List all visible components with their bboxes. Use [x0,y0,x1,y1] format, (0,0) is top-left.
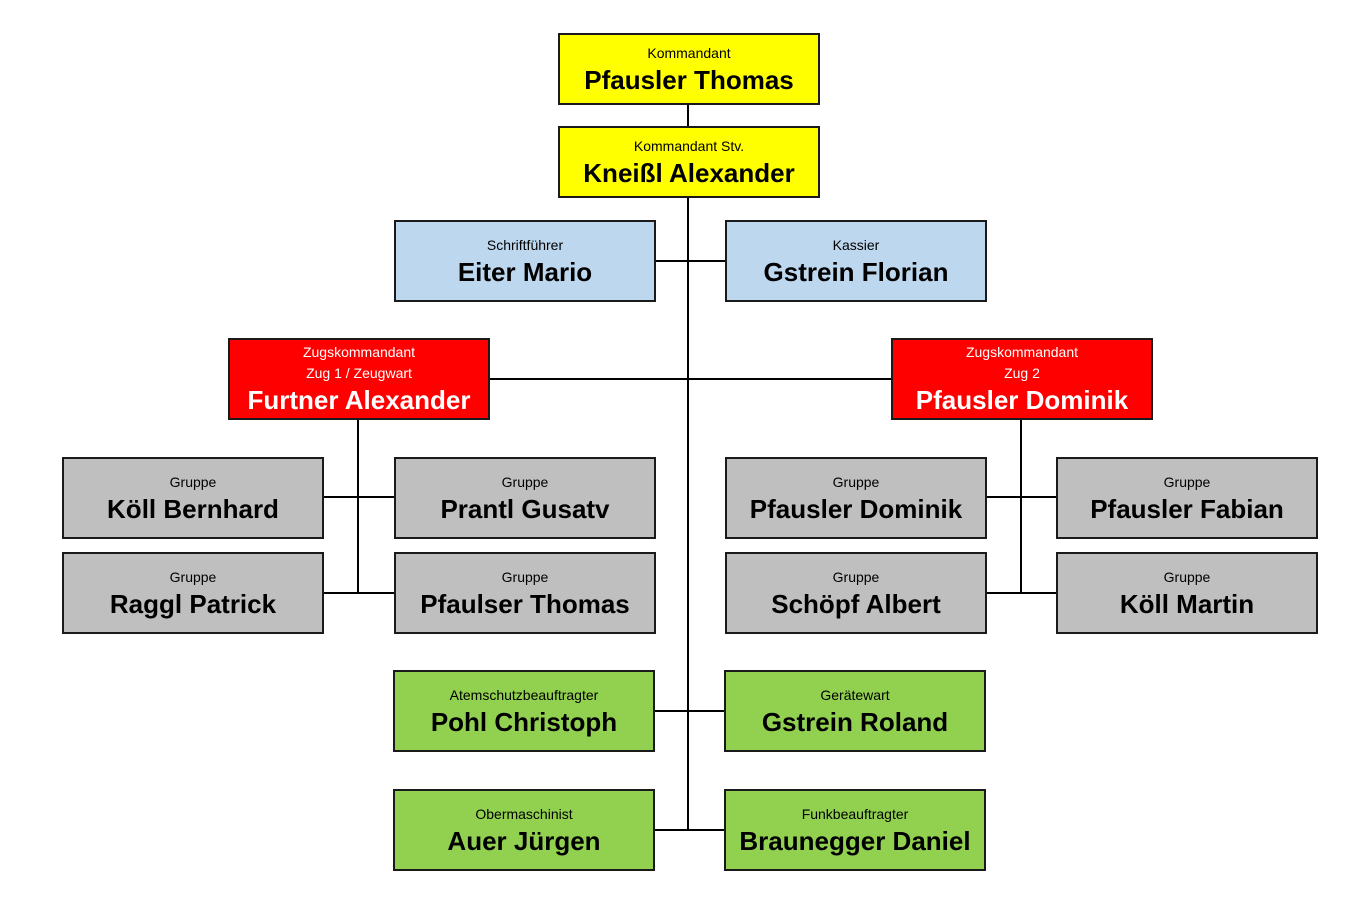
role-label: Kommandant Stv. [633,137,745,154]
obermaschinist-box: Obermaschinist Auer Jürgen [393,789,655,871]
zug2-group-box: Gruppe Köll Martin [1056,552,1318,634]
role-label: Kommandant [647,44,731,61]
person-name: Pfausler Thomas [584,64,794,95]
zug1-group-box: Gruppe Köll Bernhard [62,457,324,539]
zug2-leader-box: Zugskommandant Zug 2 Pfausler Dominik [891,338,1153,420]
role-label: Gerätewart [820,686,890,703]
zug1-group-box: Gruppe Pfaulser Thomas [394,552,656,634]
person-name: Schöpf Albert [771,588,941,619]
person-name: Prantl Gusatv [440,493,610,524]
role-label: Kassier [832,236,880,253]
role-label: Gruppe [169,473,217,490]
person-name: Köll Martin [1119,588,1255,619]
role-label: Gruppe [169,568,217,585]
person-name: Braunegger Daniel [739,825,971,856]
kassier-box: Kassier Gstrein Florian [725,220,987,302]
role-label: Gruppe [501,473,549,490]
person-name: Eiter Mario [457,256,593,287]
role-label: Zugskommandant Zug 2 [965,344,1079,381]
role-label: Funkbeauftragter [801,805,909,822]
role-label: Gruppe [832,473,880,490]
atemschutz-box: Atemschutzbeauftragter Pohl Christoph [393,670,655,752]
funkbeauftragter-box: Funkbeauftragter Braunegger Daniel [724,789,986,871]
zug1-leader-box: Zugskommandant Zug 1 / Zeugwart Furtner … [228,338,490,420]
geraetewart-box: Gerätewart Gstrein Roland [724,670,986,752]
role-label: Zugskommandant Zug 1 / Zeugwart [302,344,416,381]
person-name: Gstrein Florian [763,256,949,287]
kommandant-stv-box: Kommandant Stv. Kneißl Alexander [558,126,820,198]
person-name: Köll Bernhard [107,493,279,524]
zug2-group-box: Gruppe Schöpf Albert [725,552,987,634]
person-name: Auer Jürgen [447,825,601,856]
person-name: Kneißl Alexander [583,157,795,188]
role-label: Schriftführer [486,236,564,253]
person-name: Gstrein Roland [761,706,949,737]
schriftfuehrer-box: Schriftführer Eiter Mario [394,220,656,302]
role-label: Gruppe [1163,473,1211,490]
zug2-group-box: Gruppe Pfausler Fabian [1056,457,1318,539]
person-name: Furtner Alexander [247,385,471,415]
person-name: Pfausler Dominik [915,385,1129,415]
role-label: Obermaschinist [475,805,573,822]
zug1-group-box: Gruppe Prantl Gusatv [394,457,656,539]
person-name: Pfausler Fabian [1090,493,1284,524]
role-label: Gruppe [832,568,880,585]
person-name: Raggl Patrick [109,588,277,619]
person-name: Pohl Christoph [430,706,618,737]
person-name: Pfaulser Thomas [420,588,630,619]
kommandant-box: Kommandant Pfausler Thomas [558,33,820,105]
zug1-group-box: Gruppe Raggl Patrick [62,552,324,634]
role-label: Gruppe [1163,568,1211,585]
role-label: Gruppe [501,568,549,585]
person-name: Pfausler Dominik [749,493,963,524]
zug2-group-box: Gruppe Pfausler Dominik [725,457,987,539]
role-label: Atemschutzbeauftragter [449,686,599,703]
